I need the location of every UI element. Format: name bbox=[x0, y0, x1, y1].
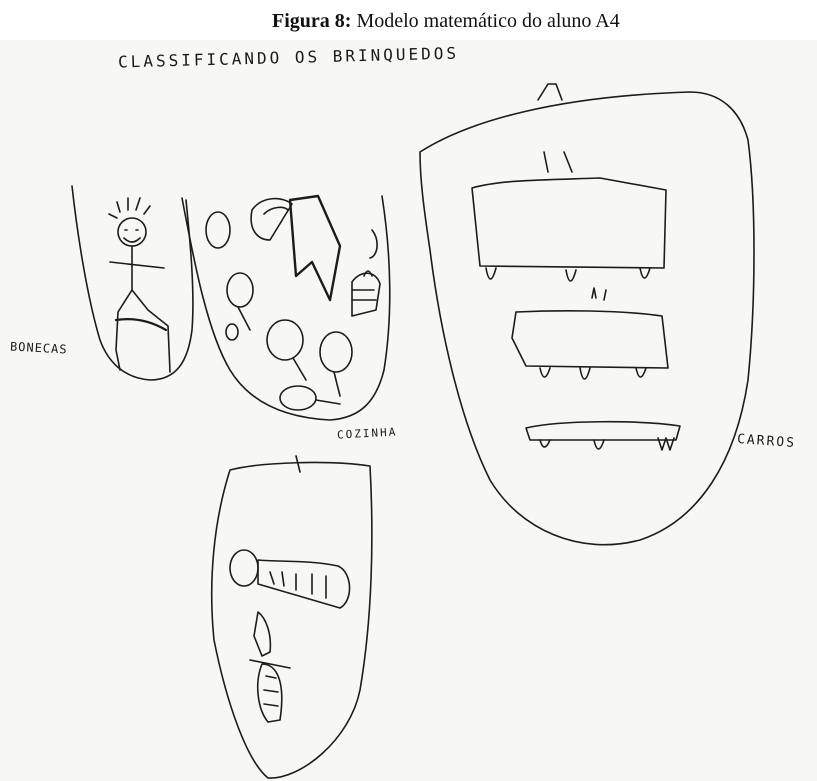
label-bonecas: BONECAS bbox=[10, 340, 68, 357]
